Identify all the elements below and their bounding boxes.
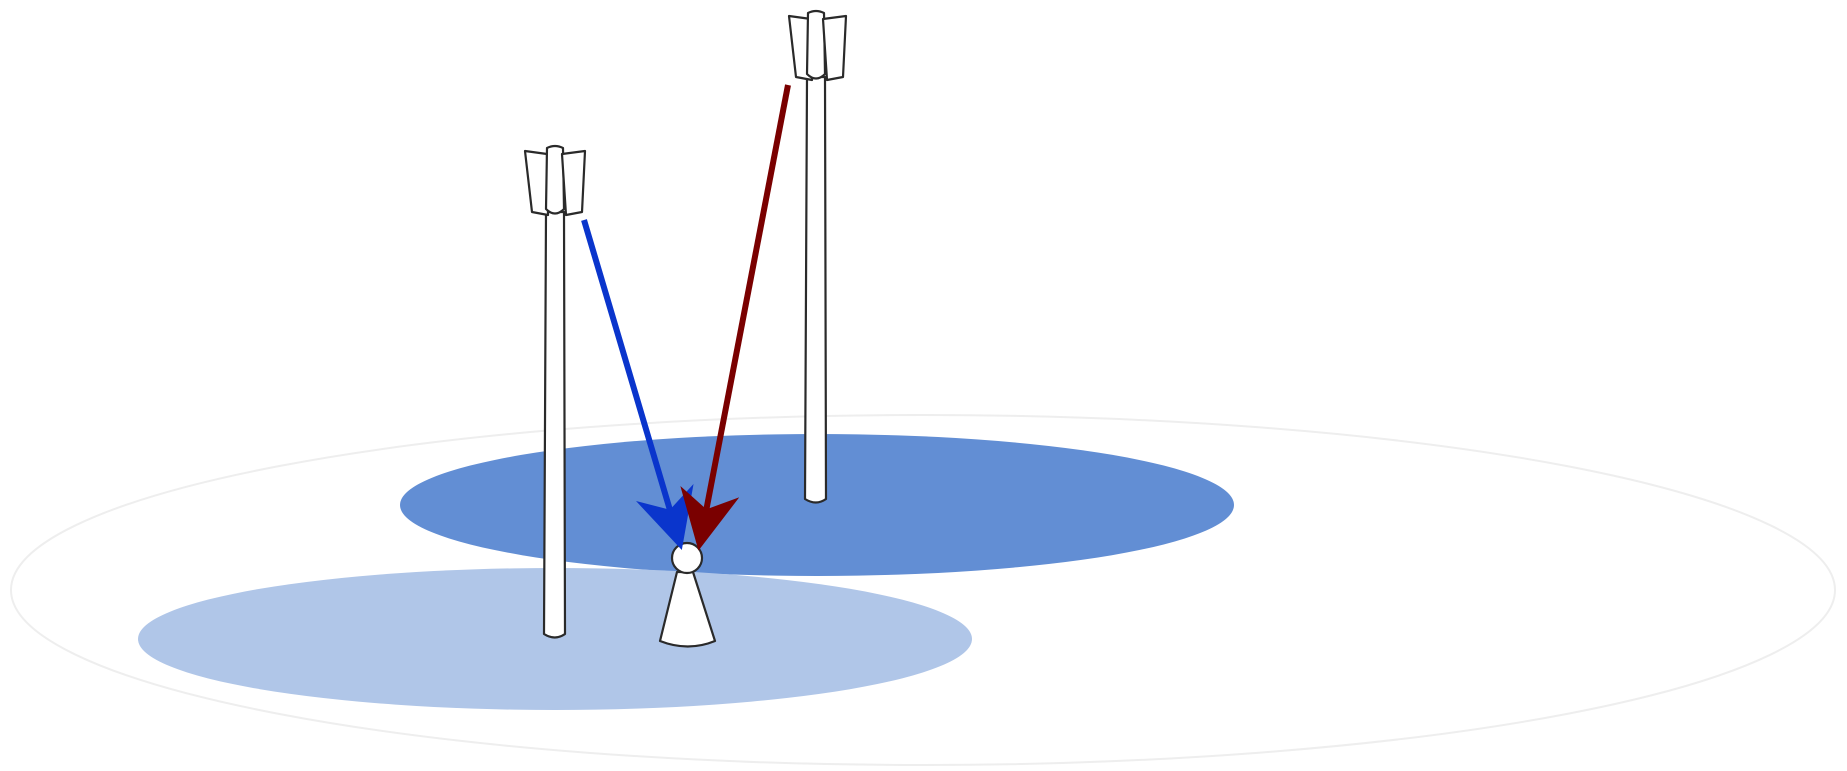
- signal-arrow-tower-2: [680, 84, 791, 551]
- tower-antenna-center: [544, 144, 566, 215]
- cell-coverage-back: [400, 434, 1234, 576]
- tower-pole: [542, 210, 567, 639]
- ground-area-outline: [10, 414, 1836, 766]
- cell-tower-icon: [523, 144, 587, 639]
- cell-tower-icon: [787, 9, 848, 504]
- cell-coverage-front: [138, 568, 972, 710]
- tower-pole: [803, 75, 828, 504]
- user-head: [670, 541, 704, 575]
- tower-antenna-left: [523, 149, 550, 217]
- signal-arrow-tower-1: [581, 219, 694, 551]
- tower-antenna-right: [560, 149, 587, 217]
- tower-antenna-center: [805, 9, 827, 80]
- tower-antenna-right: [821, 14, 848, 82]
- user-body: [658, 570, 717, 648]
